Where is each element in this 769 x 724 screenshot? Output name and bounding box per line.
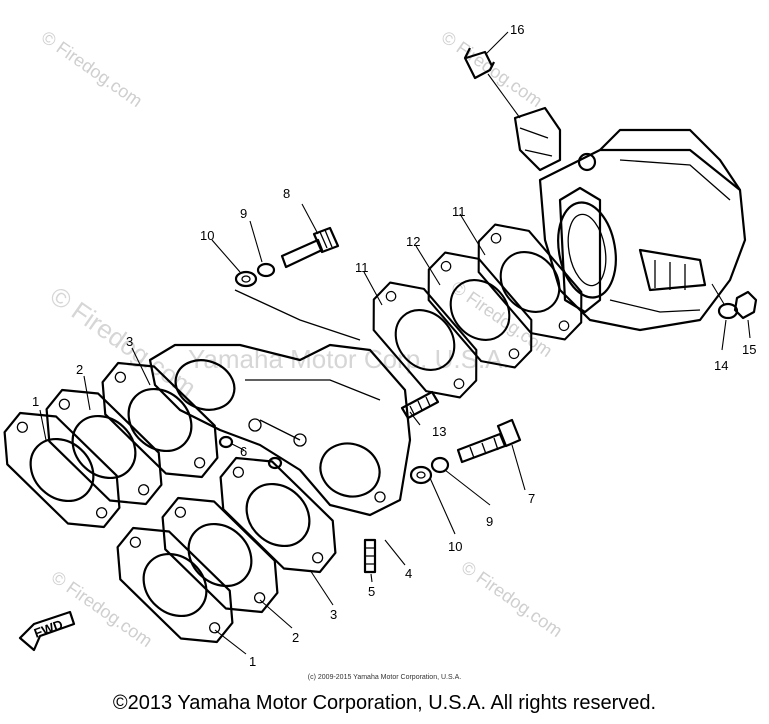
callout-5: 5 (368, 584, 375, 599)
callout-6: 6 (240, 444, 247, 459)
callout-16: 16 (510, 22, 524, 37)
intake-manifold (148, 289, 412, 517)
callout-1: 1 (249, 654, 256, 669)
fine-print: (c) 2009-2015 Yamaha Motor Corporation, … (307, 674, 462, 681)
fwd-label: FWD (32, 617, 65, 641)
callout-2: 2 (76, 362, 83, 377)
leader-lines (39, 203, 751, 655)
bolt-8 (280, 226, 340, 269)
lock-washer-9 (256, 262, 276, 278)
callout-11: 11 (452, 204, 466, 219)
leader-line (485, 31, 509, 55)
stud-5 (363, 538, 377, 574)
callout-2: 2 (292, 630, 299, 645)
watermark: © Firedog.com (48, 567, 156, 651)
callout-4: 4 (405, 566, 412, 581)
callout-10: 10 (200, 228, 214, 243)
watermark: © Firedog.com (438, 27, 546, 111)
callout-14: 14 (714, 358, 728, 373)
leader-line (487, 73, 521, 119)
stud-13 (400, 390, 440, 420)
callout-10: 10 (448, 539, 462, 554)
callout-8: 8 (283, 186, 290, 201)
watermark: © Firedog.com (45, 280, 202, 403)
gasket-3-lower (195, 443, 361, 587)
callouts: 1 1 2 2 3 3 4 5 6 7 8 9 9 10 10 11 11 12… (32, 22, 756, 669)
washer-10b-hole (416, 471, 426, 479)
gasket-1-upper (0, 398, 145, 542)
watermark: © Firedog.com (458, 557, 566, 641)
callout-1: 1 (32, 394, 39, 409)
washer-10-hole (241, 275, 251, 283)
watermark: © Firedog.com (38, 27, 146, 111)
carburetor (513, 106, 747, 332)
washer-14 (717, 302, 739, 320)
callout-9: 9 (486, 514, 493, 529)
callout-15: 15 (742, 342, 756, 357)
washer-10b (409, 465, 433, 485)
bolt-7 (456, 418, 522, 464)
callout-13: 13 (432, 424, 446, 439)
spring-clip (463, 47, 495, 80)
fwd-arrow: FWD (18, 610, 76, 652)
gasket-11-upper (451, 210, 609, 354)
o-ring-6b (267, 456, 283, 470)
nut-15 (733, 290, 758, 320)
parts-diagram: © Firedog.com © Firedog.com © Firedog.co… (0, 22, 758, 669)
callout-7: 7 (528, 491, 535, 506)
callout-9: 9 (240, 206, 247, 221)
callout-3: 3 (126, 334, 133, 349)
stud-5-thread (365, 547, 375, 565)
overlay-text: Yamaha Motor Corp. U.S.A. (188, 344, 510, 374)
copyright-footer: ©2013 Yamaha Motor Corporation, U.S.A. A… (112, 692, 657, 714)
callout-3: 3 (330, 607, 337, 622)
washer-10 (234, 270, 258, 288)
o-ring-6a (218, 435, 234, 449)
stud-13-thread (409, 396, 431, 415)
callout-12: 12 (406, 234, 420, 249)
callout-11: 11 (355, 260, 369, 275)
lock-washer-9b (430, 456, 450, 474)
